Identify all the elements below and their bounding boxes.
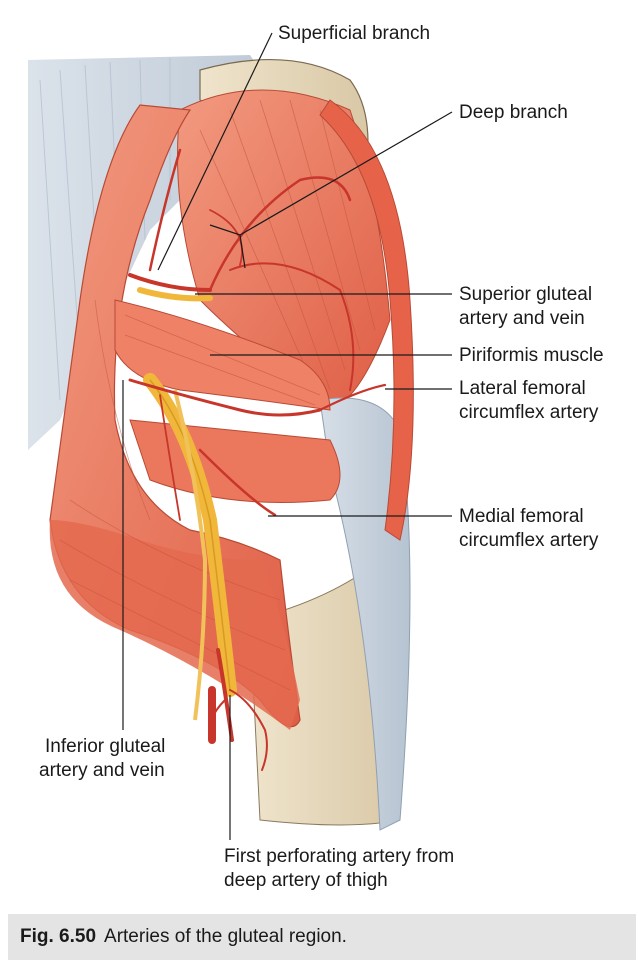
superior-gluteal-nerve	[137, 287, 213, 302]
quadratus-femoris-muscle	[129, 419, 341, 503]
medial-femoral-circumflex-artery	[198, 448, 277, 517]
label-deep-branch: Deep branch	[459, 101, 568, 125]
label-superficial-branch: Superficial branch	[278, 22, 430, 46]
label-medial-femoral-line2: circumflex artery	[459, 530, 599, 551]
figure-number: Fig. 6.50	[20, 926, 97, 947]
label-lateral-femoral: Lateral femoral circumflex artery	[459, 377, 598, 425]
gluteus-maximus-right-edge	[319, 99, 414, 541]
gluteus-maximus-lower	[49, 520, 300, 730]
superficial-branch-artery	[148, 148, 182, 272]
label-superior-gluteal-line1: Superior gluteal	[459, 284, 593, 305]
label-medial-femoral: Medial femoral circumflex artery	[459, 505, 598, 553]
label-piriformis-text: Piriformis muscle	[459, 345, 604, 366]
label-lateral-femoral-line2: circumflex artery	[459, 402, 599, 423]
first-perforating-artery	[216, 648, 234, 742]
label-superior-gluteal: Superior gluteal artery and vein	[459, 283, 592, 331]
gluteal-region-illustration	[28, 32, 453, 840]
label-first-perforating: First perforating artery from deep arter…	[224, 845, 454, 893]
label-superior-gluteal-line2: artery and vein	[459, 308, 585, 329]
figure-caption: Fig. 6.50 Arteries of the gluteal region…	[8, 914, 636, 960]
label-first-perforating-line2: deep artery of thigh	[224, 870, 388, 891]
lateral-femoral-circumflex-artery	[318, 383, 387, 412]
inferior-gluteal-artery	[128, 378, 322, 417]
posterior-cutaneous-nerve	[173, 389, 208, 721]
label-deep-branch-text: Deep branch	[459, 102, 568, 123]
label-inferior-gluteal-line1: Inferior gluteal	[45, 736, 166, 757]
deep-branch-artery	[208, 176, 352, 292]
label-piriformis: Piriformis muscle	[459, 344, 604, 368]
label-lateral-femoral-line1: Lateral femoral	[459, 378, 586, 399]
leader-superficial-branch	[157, 32, 273, 271]
label-inferior-gluteal: Inferior gluteal artery and vein	[39, 735, 166, 783]
figure-caption-text: Arteries of the gluteal region.	[104, 926, 347, 947]
gluteus-medius-muscle	[177, 89, 391, 411]
label-first-perforating-line1: First perforating artery from	[224, 846, 455, 867]
label-medial-femoral-line1: Medial femoral	[459, 506, 584, 527]
superior-gluteal-artery	[128, 273, 212, 292]
label-superficial-branch-text: Superficial branch	[278, 23, 431, 44]
label-inferior-gluteal-line2: artery and vein	[39, 760, 165, 781]
